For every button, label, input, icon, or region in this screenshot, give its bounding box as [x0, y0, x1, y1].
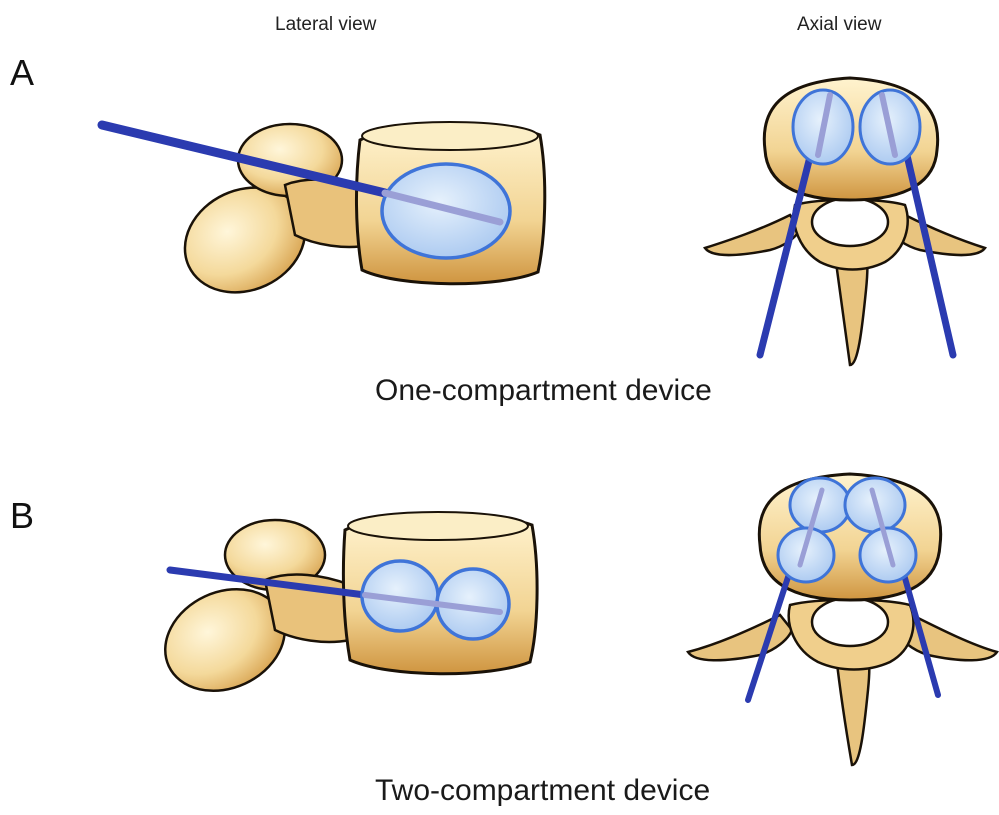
spinal-canal — [812, 198, 888, 246]
spinal-canal — [812, 598, 888, 646]
body-endplate — [362, 122, 538, 150]
body-endplate — [348, 512, 528, 540]
